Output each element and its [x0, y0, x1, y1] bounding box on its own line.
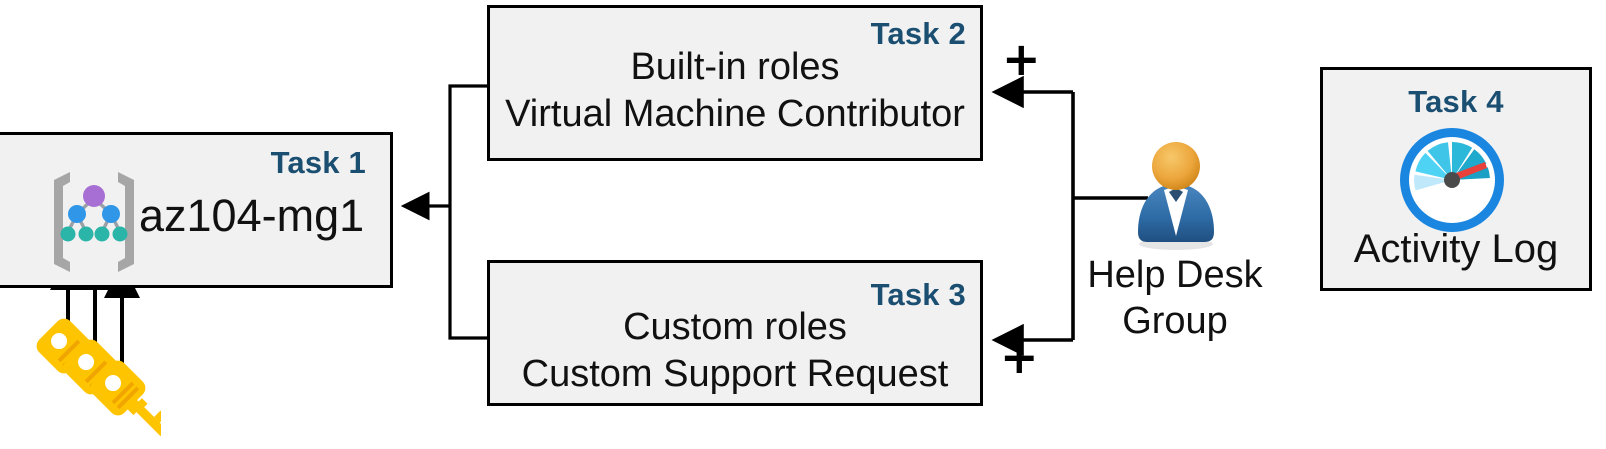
- task2-tag: Task 2: [870, 16, 966, 51]
- task2-box[interactable]: Task 2 Built-in roles Virtual Machine Co…: [487, 5, 983, 161]
- management-group-icon: [54, 172, 134, 272]
- helpdesk-line2: Group: [1122, 300, 1228, 342]
- task1-label: az104-mg1: [139, 190, 365, 241]
- wire-roles-to-managementgroup: [400, 84, 487, 340]
- task3-line1: Custom roles: [623, 306, 847, 348]
- task4-tag: Task 4: [1408, 84, 1504, 119]
- three-keys-icon: [36, 318, 161, 437]
- task3-tag: Task 3: [870, 277, 966, 312]
- helpdesk-line1: Help Desk: [1087, 254, 1263, 296]
- helpdesk-group-label: Help Desk Group: [1075, 252, 1275, 344]
- task2-line2: Virtual Machine Contributor: [505, 93, 965, 135]
- task1-tag: Task 1: [270, 145, 366, 180]
- activity-log-gauge-icon: [1400, 128, 1504, 232]
- plus-icon-bottom: +: [1000, 330, 1039, 384]
- task4-label: Activity Log: [1353, 227, 1559, 271]
- task2-line1: Built-in roles: [630, 46, 840, 88]
- task3-line2: Custom Support Request: [521, 353, 949, 395]
- plus-icon-top: +: [1002, 32, 1041, 86]
- user-group-person-icon: [1138, 142, 1214, 250]
- task3-box[interactable]: Task 3 Custom roles Custom Support Reque…: [487, 260, 983, 406]
